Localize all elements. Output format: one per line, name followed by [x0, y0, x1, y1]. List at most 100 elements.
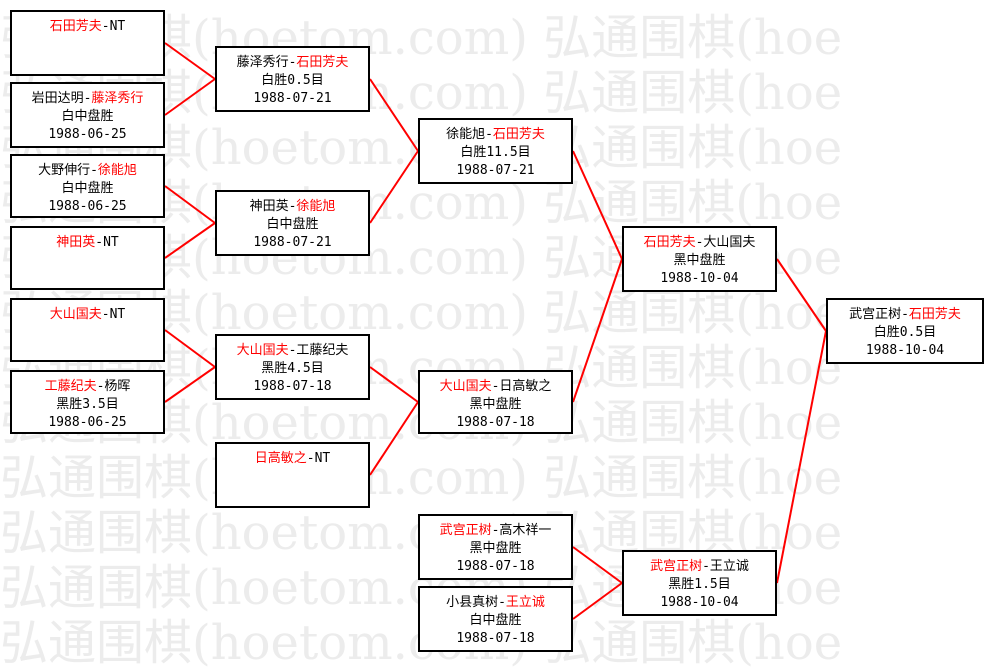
match-players: 神田英-NT: [12, 234, 163, 252]
match-players: 岩田达明-藤泽秀行: [12, 90, 163, 108]
match-result: 黑中盘胜: [469, 541, 522, 556]
match-date: 1988-07-21: [253, 91, 332, 106]
match-date: 1988-07-18: [456, 559, 535, 574]
match-result: 白胜0.5目: [873, 325, 937, 340]
player-separator: -: [288, 55, 297, 70]
player-separator: -: [901, 307, 909, 322]
player-separator: -: [702, 559, 710, 574]
match-players: 神田英-徐能旭: [217, 198, 368, 216]
match-result: 白胜0.5目: [261, 73, 324, 88]
match-players: 藤泽秀行-石田芳夫: [217, 54, 368, 72]
match-box: 石田芳夫-NT: [10, 10, 165, 76]
match-result: 白中盘胜: [61, 181, 114, 196]
player-separator: -: [491, 523, 500, 538]
player-name: 石田芳夫: [49, 19, 102, 34]
match-result: 黑中盘胜: [469, 397, 522, 412]
player-name: 藤泽秀行: [91, 91, 144, 106]
player-name: 徐能旭: [296, 199, 336, 214]
player-name: 石田芳夫: [492, 127, 545, 142]
match-date: 1988-06-25: [48, 127, 127, 142]
match-players: 武宫正树-石田芳夫: [828, 306, 982, 324]
match-players: 石田芳夫-大山国夫: [624, 234, 775, 252]
match-result: 白胜11.5目: [460, 145, 531, 160]
player-name: 工藤纪夫: [44, 379, 97, 394]
match-players: 大山国夫-日高敏之: [420, 378, 571, 396]
match-box: 大山国夫-NT: [10, 298, 165, 362]
connector-line: [164, 185, 216, 224]
connector-line: [572, 582, 623, 620]
player-name: 工藤纪夫: [296, 343, 349, 358]
match-date: 1988-07-18: [456, 631, 535, 646]
player-separator: -: [101, 307, 110, 322]
match-players: 武宫正树-王立诚: [624, 558, 775, 576]
player-name: 日高敏之: [499, 379, 552, 394]
player-name: 王立诚: [709, 559, 749, 574]
player-name: 大山国夫: [703, 235, 756, 250]
player-name: NT: [109, 307, 126, 322]
connector-line: [776, 258, 827, 332]
player-name: 大山国夫: [49, 307, 102, 322]
match-players: 大山国夫-NT: [12, 306, 163, 324]
connector-line: [776, 330, 827, 584]
player-name: NT: [109, 19, 126, 34]
connector-line: [369, 150, 419, 224]
match-result: 黑胜4.5目: [261, 361, 324, 376]
player-name: 杨晖: [104, 379, 131, 394]
match-players: 大野伸行-徐能旭: [12, 162, 163, 180]
match-date: 1988-07-18: [253, 379, 332, 394]
player-name: 王立诚: [505, 595, 545, 610]
connector-line: [164, 329, 216, 368]
player-name: 大山国夫: [236, 343, 289, 358]
match-result: 黑胜3.5目: [56, 397, 119, 412]
connector-line: [369, 78, 419, 152]
match-players: 石田芳夫-NT: [12, 18, 163, 36]
match-date: 1988-07-18: [456, 415, 535, 430]
player-name: 神田英: [56, 235, 96, 250]
match-date: 1988-06-25: [48, 199, 127, 214]
player-name: 武宫正树: [650, 559, 703, 574]
match-box: 石田芳夫-大山国夫黑中盘胜 1988-10-04: [622, 226, 777, 292]
connector-line: [164, 42, 216, 80]
player-separator: -: [96, 379, 105, 394]
player-name: 小县真树: [446, 595, 499, 610]
match-result: 黑胜1.5目: [668, 577, 731, 592]
match-players: 小县真树-王立诚: [420, 594, 571, 612]
player-separator: -: [491, 379, 500, 394]
match-players: 日高敏之-NT: [217, 450, 368, 468]
player-name: 武宫正树: [439, 523, 492, 538]
player-separator: -: [95, 235, 104, 250]
connector-line: [164, 78, 216, 116]
connector-line: [164, 366, 216, 403]
match-players: 工藤纪夫-杨晖: [12, 378, 163, 396]
match-players: 武宫正树-高木祥一: [420, 522, 571, 540]
match-box: 日高敏之-NT: [215, 442, 370, 508]
player-name: 高木祥一: [499, 523, 552, 538]
player-name: 大山国夫: [439, 379, 492, 394]
match-box: 徐能旭-石田芳夫白胜11.5目 1988-07-21: [418, 118, 573, 184]
player-name: 武宫正树: [849, 307, 902, 322]
connector-line: [164, 222, 216, 259]
match-date: 1988-10-04: [660, 271, 739, 286]
connector-line: [369, 366, 419, 403]
match-players: 徐能旭-石田芳夫: [420, 126, 571, 144]
player-separator: -: [498, 595, 506, 610]
match-result: 黑中盘胜: [673, 253, 726, 268]
match-box: 藤泽秀行-石田芳夫白胜0.5目 1988-07-21: [215, 46, 370, 112]
match-result: 白中盘胜: [266, 217, 319, 232]
connector-line: [572, 150, 623, 260]
match-date: 1988-06-25: [48, 415, 127, 430]
player-separator: -: [90, 163, 98, 178]
match-result: 白中盘胜: [469, 613, 522, 628]
match-date: 1988-07-21: [456, 163, 535, 178]
match-box: 神田英-NT: [10, 226, 165, 290]
